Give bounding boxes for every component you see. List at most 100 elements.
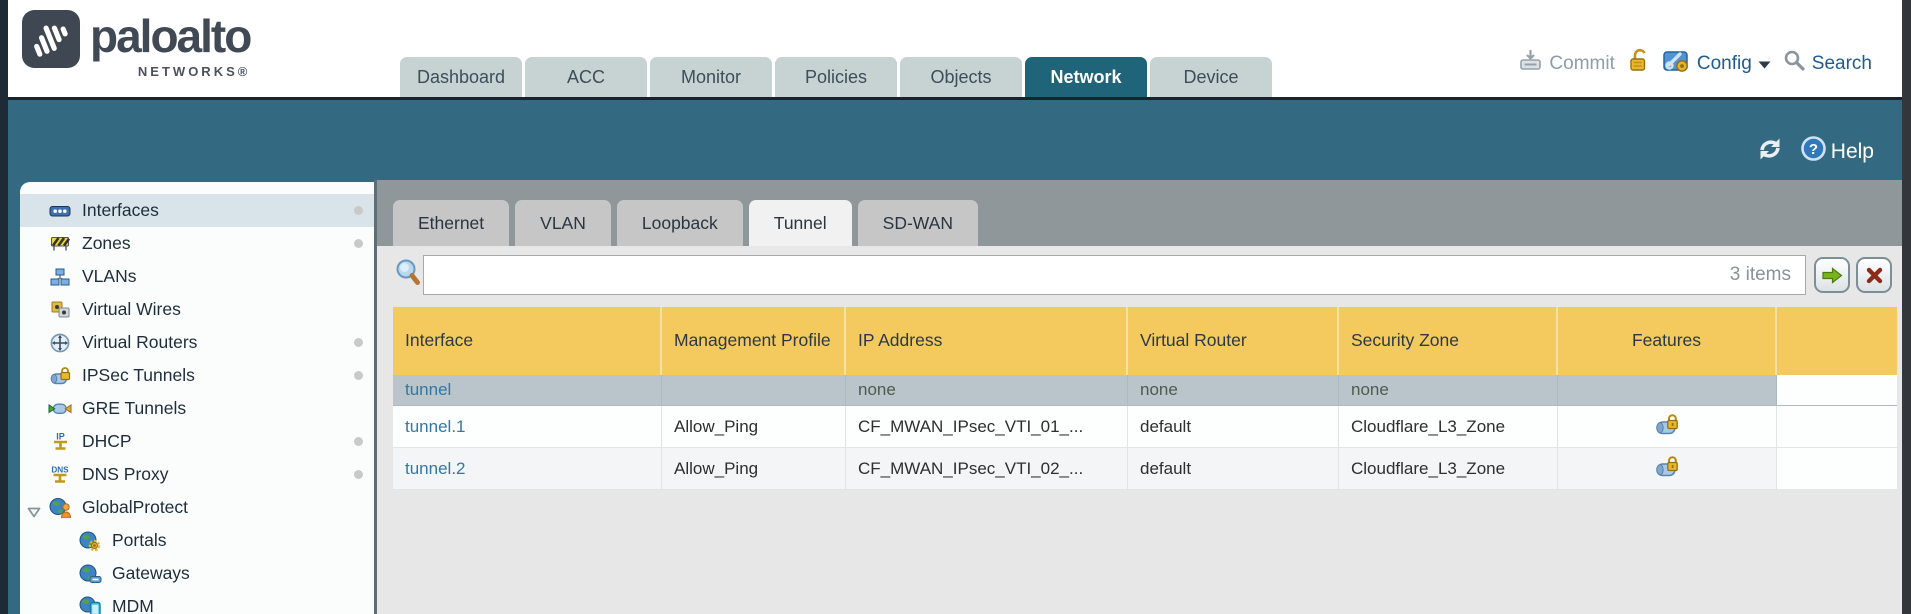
sidebar-item-label: Portals [112,530,167,550]
subtab-loopback[interactable]: Loopback [616,200,743,246]
sidebar-item-label: DHCP [82,431,132,451]
sidebar-status-dot [354,437,363,446]
gre-tunnels-icon [48,400,72,417]
ipsec-tunnels-icon [48,366,72,385]
sidebar-item-mdm[interactable]: MDM [20,590,374,614]
filter-input-wrap: 3 items [423,255,1806,296]
cell-security-zone: none [1339,375,1558,406]
refresh-icon[interactable] [1754,136,1786,168]
paloalto-logo: paloalto NETWORKS® [22,10,252,79]
cell-virtual-router: default [1128,448,1339,490]
global-search-button[interactable]: Search [1783,49,1872,78]
ipsec-lock-icon[interactable] [1654,413,1681,440]
sidebar-status-dot [354,239,363,248]
search-label: Search [1811,52,1872,74]
clear-filter-button[interactable] [1856,257,1892,293]
tab-network[interactable]: Network [1025,57,1147,97]
cell-virtual-router: default [1128,406,1339,448]
sidebar-status-dot [354,338,363,347]
config-menu-button[interactable]: Config [1663,48,1771,79]
cell-features [1558,375,1777,406]
zones-icon [48,235,72,252]
interface-link[interactable]: tunnel [405,380,452,399]
sidebar-item-interfaces[interactable]: Interfaces [20,194,374,227]
commit-icon [1518,49,1543,78]
sidebar-item-globalprotect[interactable]: GlobalProtect [20,491,374,524]
tab-acc[interactable]: ACC [525,57,647,97]
sidebar-item-virtual-wires[interactable]: Virtual Wires [20,293,374,326]
sidebar-item-virtual-routers[interactable]: Virtual Routers [20,326,374,359]
svg-text:IP: IP [56,432,65,442]
virtual-wires-icon [48,301,72,318]
brand-sub: NETWORKS® [137,64,251,79]
column-header-management-profile[interactable]: Management Profile [662,307,846,375]
sidebar-item-zones[interactable]: Zones [20,227,374,260]
globalprotect-icon [48,497,72,518]
sidebar-item-label: Interfaces [82,200,159,220]
none-value: none [1351,380,1389,399]
apply-filter-button[interactable] [1814,257,1850,293]
sidebar-item-label: DNS Proxy [82,464,169,484]
commit-button[interactable]: Commit [1518,49,1615,78]
subtab-sd-wan[interactable]: SD-WAN [857,200,978,246]
none-value: none [858,380,896,399]
cell-spacer [1777,375,1897,406]
sidebar-item-vlans[interactable]: VLANs [20,260,374,293]
subtab-vlan[interactable]: VLAN [515,200,611,246]
sidebar-item-dhcp[interactable]: IP DHCP [20,425,374,458]
cell-spacer [1777,448,1897,490]
filter-search-icon [395,258,422,293]
config-label: Config [1696,52,1752,74]
filter-input[interactable] [430,256,1695,296]
unlock-icon[interactable] [1627,48,1651,79]
sidebar-item-gre-tunnels[interactable]: GRE Tunnels [20,392,374,425]
sidebar-status-dot [354,371,363,380]
header-divider [0,97,1911,100]
tab-objects[interactable]: Objects [900,57,1022,97]
sidebar-item-label: GRE Tunnels [82,398,187,418]
tab-monitor[interactable]: Monitor [650,57,772,97]
sidebar-item-gateways[interactable]: Gateways [20,557,374,590]
config-caret-down-icon [1758,53,1771,75]
column-header-ip-address[interactable]: IP Address [846,307,1128,375]
column-header-security-zone[interactable]: Security Zone [1339,307,1558,375]
column-header-features[interactable]: Features [1558,307,1777,375]
tab-policies[interactable]: Policies [775,57,897,97]
sidebar-item-label: Virtual Wires [82,299,181,319]
config-icon [1663,48,1691,79]
tab-dashboard[interactable]: Dashboard [400,57,522,97]
cell-ip-address: CF_MWAN_IPsec_VTI_02_... [846,448,1128,490]
help-label: Help [1830,139,1874,163]
sidebar-item-label: GlobalProtect [82,497,189,517]
interface-link[interactable]: tunnel.2 [405,458,466,478]
ipsec-lock-icon[interactable] [1654,455,1681,482]
sidebar-status-dot [354,206,363,215]
subtab-tunnel[interactable]: Tunnel [748,200,852,246]
column-header-virtual-router[interactable]: Virtual Router [1128,307,1339,375]
cell-ip-address: CF_MWAN_IPsec_VTI_01_... [846,406,1128,448]
sidebar-item-label: Gateways [112,563,190,583]
cell-interface: tunnel.2 [393,448,662,490]
sidebar-item-ipsec-tunnels[interactable]: IPSec Tunnels [20,359,374,392]
column-header-interface[interactable]: Interface [393,307,662,375]
help-button[interactable]: ? Help [1800,135,1874,168]
interface-link[interactable]: tunnel.1 [405,416,466,436]
svg-text:?: ? [1809,141,1818,158]
subtab-ethernet[interactable]: Ethernet [393,200,510,246]
expand-triangle-icon[interactable] [27,502,41,523]
tab-device[interactable]: Device [1150,57,1272,97]
paloalto-logo-icon [22,10,80,73]
sidebar-item-portals[interactable]: Portals [20,524,374,557]
cell-ip-address: none [846,375,1128,406]
